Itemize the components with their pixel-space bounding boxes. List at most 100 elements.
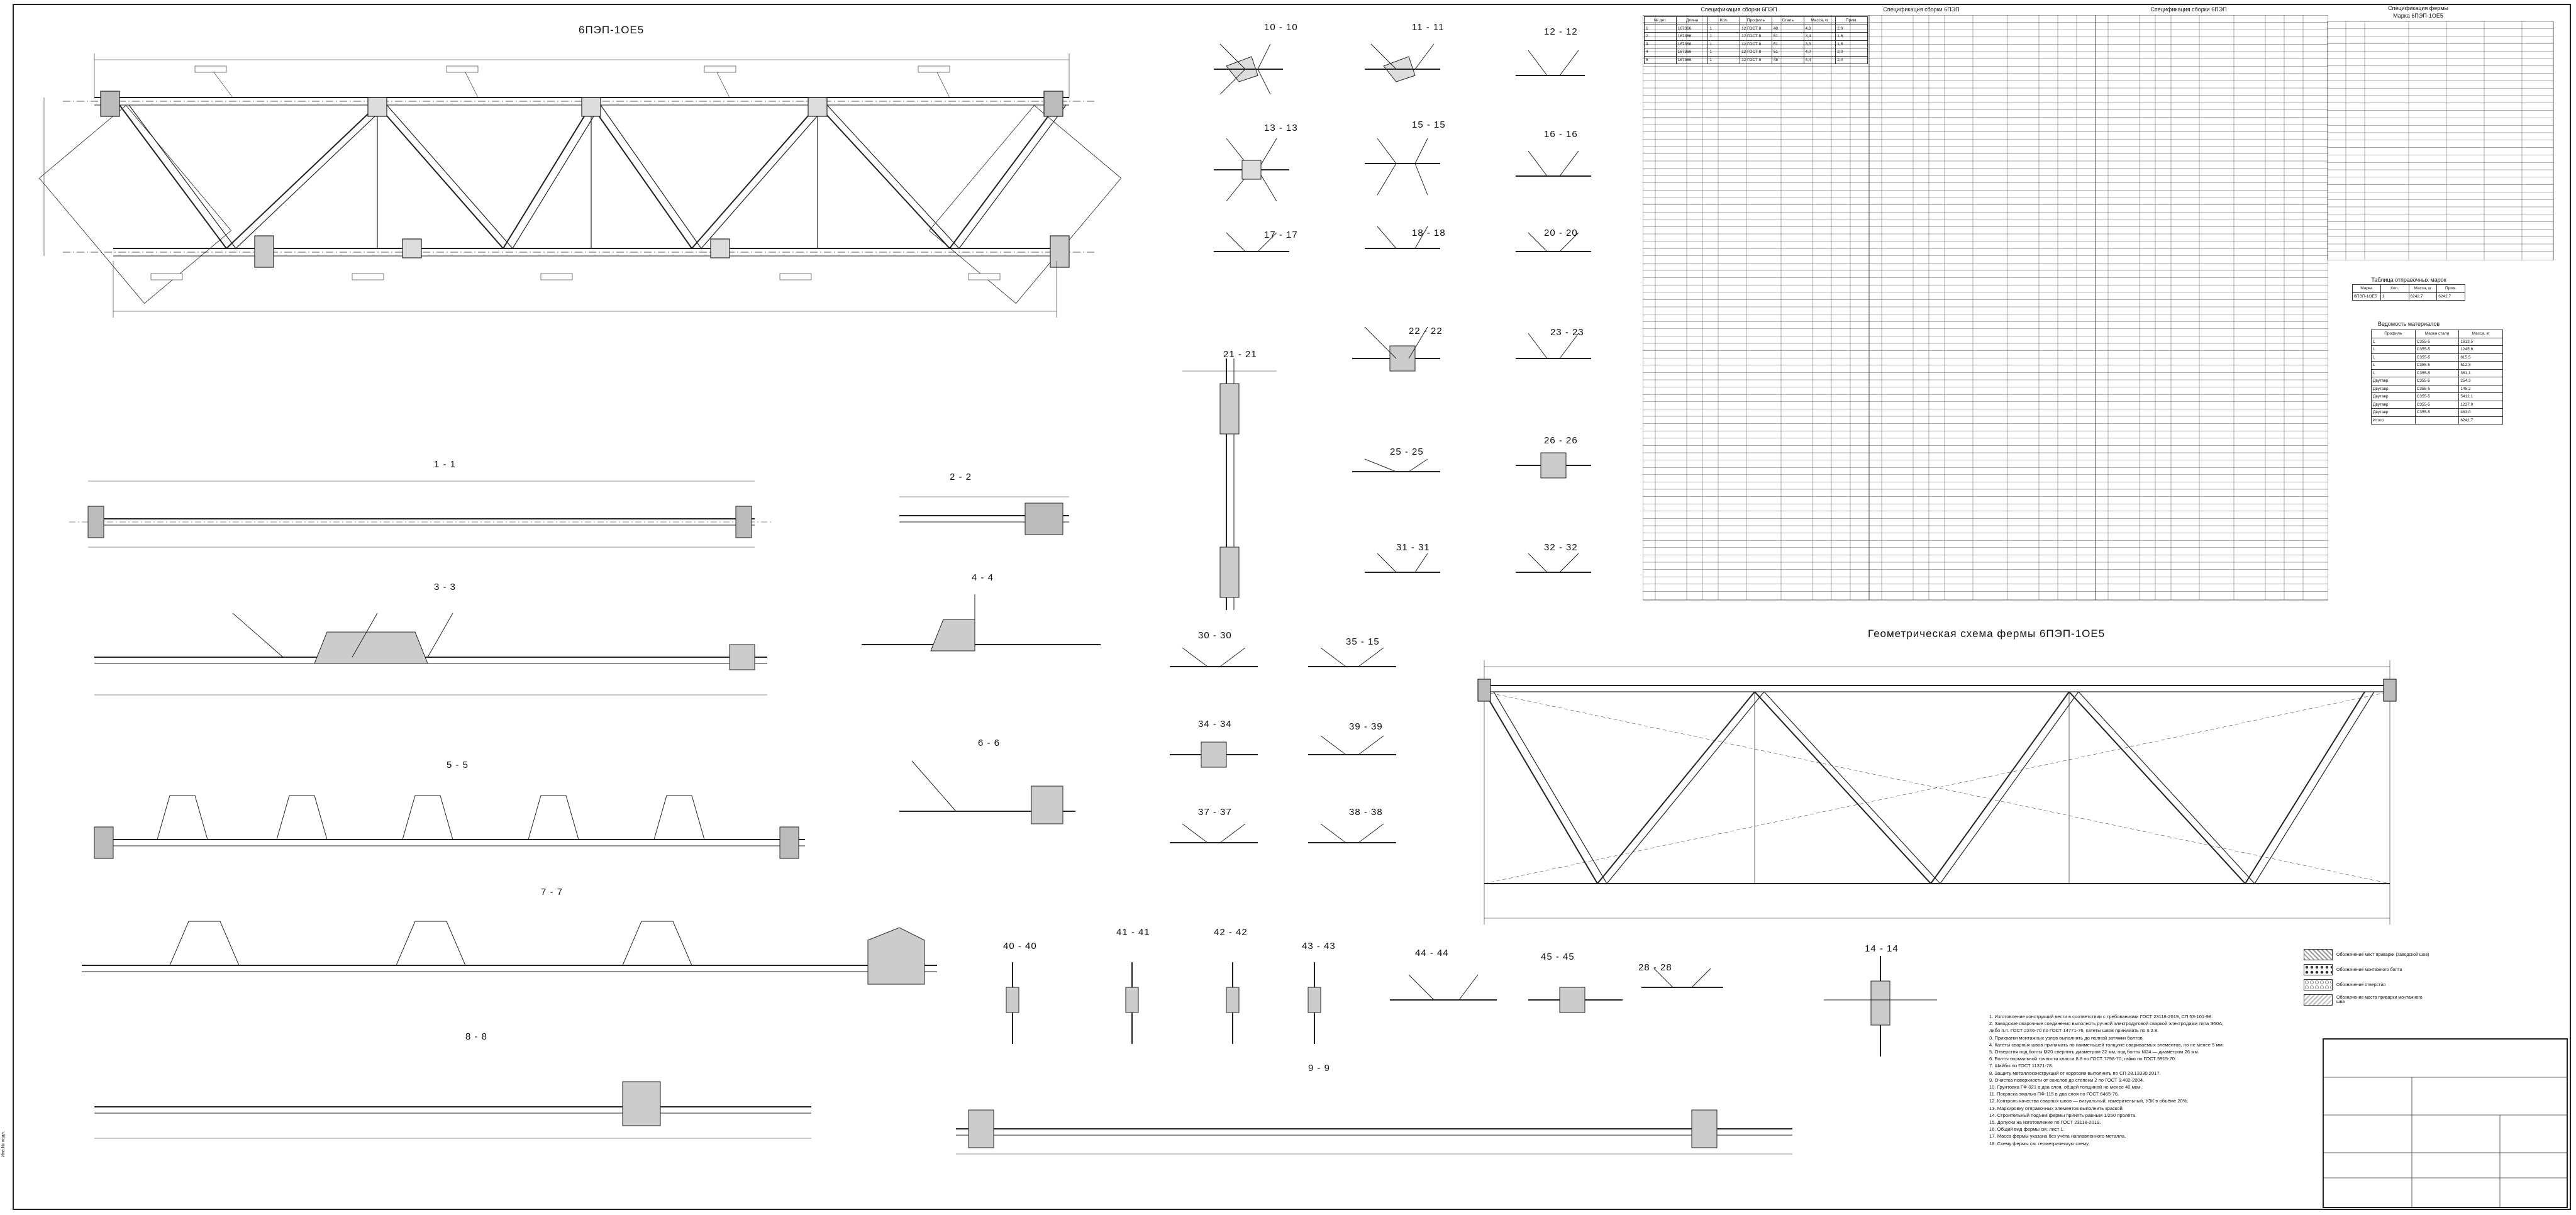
- section-30-title: 30 - 30: [1198, 630, 1232, 641]
- note-line: 2. Заводские сварочные соединения выполн…: [1989, 1021, 2224, 1027]
- section-4-drawing: [862, 594, 1101, 652]
- spec-table-3-title: Спецификация сборки 6ПЭП: [2150, 6, 2227, 13]
- spec-cell: 1: [1707, 55, 1741, 64]
- spec-header-profile: Профиль: [1740, 16, 1772, 25]
- legend-label: Обозначение мест приварки (заводской шов…: [2336, 952, 2429, 957]
- spec-header-mass: Масса, кг: [1803, 16, 1836, 25]
- spec-cell: 1: [1707, 32, 1741, 41]
- materials-cell: L: [2371, 369, 2416, 377]
- section-21-title: 21 - 21: [1223, 349, 1257, 360]
- elements-table-title: Спецификация фермы: [2388, 5, 2448, 11]
- section-6-title: 6 - 6: [978, 738, 1001, 748]
- spec-cell: 4,8: [1803, 24, 1836, 33]
- spec-cell: 1: [1707, 48, 1741, 57]
- materials-header-mass: Масса, кг: [2458, 330, 2503, 338]
- spec-tables: [1642, 14, 2329, 614]
- legend-item: Обозначение места приварки монтажного шв…: [2304, 994, 2429, 1006]
- spec-table-1-header: № дет. Длина Кол. Профиль Сталь Масса, к…: [1644, 16, 1868, 64]
- section-1-drawing: [69, 480, 774, 548]
- elements-table: [2326, 21, 2560, 262]
- legend-label: Обозначение отверстия: [2336, 982, 2386, 987]
- materials-cell: 1245,6: [2458, 345, 2503, 354]
- materials-cell: C355-5: [2414, 408, 2460, 417]
- section-7-title: 7 - 7: [541, 887, 564, 897]
- materials-cell: 1613,5: [2458, 337, 2503, 346]
- section-44-title: 44 - 44: [1415, 948, 1449, 958]
- legend-item: Обозначение монтажного болта: [2304, 964, 2429, 975]
- note-line: 14. Строительный подъём фермы принять ра…: [1989, 1112, 2137, 1118]
- materials-table-title: Ведомость материалов: [2377, 321, 2440, 327]
- bolts-cell: 6242,7: [2436, 292, 2465, 301]
- spec-cell: 3,3: [1803, 40, 1836, 48]
- note-line: 1. Изготовление конструкций вести в соот…: [1989, 1014, 2213, 1019]
- spec-cell: 51: [1771, 48, 1804, 57]
- section-2-title: 2 - 2: [950, 472, 972, 482]
- note-line: 11. Покраска эмалью ПФ-115 в два слоя по…: [1989, 1091, 2119, 1097]
- legend-item: Обозначение мест приварки (заводской шов…: [2304, 949, 2429, 960]
- section-5-drawing: [94, 795, 805, 859]
- materials-cell: C355-5: [2414, 337, 2460, 346]
- materials-cell: 254,3: [2458, 377, 2503, 386]
- materials-header-steel: Марка стали: [2414, 330, 2460, 338]
- legend: Обозначение мест приварки (заводской шов…: [2304, 949, 2429, 1009]
- section-4-title: 4 - 4: [972, 572, 994, 583]
- spec-cell: 2: [1644, 32, 1677, 41]
- note-line: 3. Прихватки монтажных узлов выполнять д…: [1989, 1035, 2144, 1041]
- spec-grid: [1642, 14, 2329, 601]
- section-34-title: 34 - 34: [1198, 719, 1232, 730]
- spec-cell: 167366: [1675, 32, 1709, 41]
- materials-cell: C355-5: [2414, 400, 2460, 409]
- geometry-scheme: [1477, 660, 2397, 924]
- materials-cell: L: [2371, 337, 2416, 346]
- bottom-node-details: [1006, 956, 1937, 1057]
- section-42-title: 42 - 42: [1214, 927, 1248, 938]
- note-line: 5. Отверстия под болты М20 сверлить диам…: [1989, 1049, 2199, 1055]
- legend-bolt-icon: [2304, 964, 2333, 975]
- spec-table-2-title: Спецификация сборки 6ПЭП: [1883, 6, 1960, 13]
- spec-cell: 1: [1707, 40, 1741, 48]
- section-25-title: 25 - 25: [1390, 447, 1424, 457]
- spec-cell: 1,6: [1835, 40, 1868, 48]
- section-3-drawing: [94, 613, 767, 696]
- section-7-drawing: [82, 921, 937, 985]
- bolts-cell: 1: [2380, 292, 2409, 301]
- bolts-table-title: Таблица отправочных марок: [2371, 277, 2446, 283]
- materials-cell: C355-5: [2414, 369, 2460, 377]
- note-line: либо п.п. ГОСТ 2246-70 по ГОСТ 14771-76,…: [1989, 1028, 2159, 1034]
- materials-cell: Двутавр: [2371, 408, 2416, 417]
- section-1-title: 1 - 1: [434, 459, 457, 470]
- spec-header-part: № дет.: [1644, 16, 1677, 25]
- materials-total: 6242,7: [2458, 416, 2503, 424]
- section-38-title: 38 - 38: [1349, 807, 1383, 818]
- materials-cell: Двутавр: [2371, 392, 2416, 401]
- title-block: [2323, 1038, 2568, 1208]
- materials-total-label: Итого: [2371, 416, 2416, 424]
- section-11-title: 11 - 11: [1412, 22, 1445, 33]
- section-45-title: 45 - 45: [1541, 951, 1575, 962]
- section-3-title: 3 - 3: [434, 582, 457, 592]
- spec-cell: 2,4: [1835, 55, 1868, 64]
- spec-cell: 2,0: [1835, 24, 1868, 33]
- legend-hole-icon: [2304, 979, 2333, 990]
- bolts-header-mark: Марка: [2352, 284, 2381, 293]
- spec-cell: 4,4: [1803, 55, 1836, 64]
- section-23-title: 23 - 23: [1550, 327, 1584, 338]
- side-stamp-label: Инв.№ подл.: [1, 1131, 6, 1157]
- main-truss-title: 6ПЭП-1ОЕ5: [579, 24, 645, 36]
- spec-cell: 12 ГОСТ 8: [1740, 55, 1772, 64]
- section-6-drawing: [899, 760, 1075, 824]
- legend-label: Обозначение монтажного болта: [2336, 967, 2402, 972]
- materials-cell: L: [2371, 345, 2416, 354]
- note-line: 6. Болты нормальной точности класса 8.8 …: [1989, 1056, 2177, 1062]
- note-line: 18. Схему фермы см. геометрическую схему…: [1989, 1140, 2090, 1146]
- section-9-title: 9 - 9: [1308, 1063, 1331, 1074]
- spec-cell: 12 ГОСТ 8: [1740, 32, 1772, 41]
- elements-grid: [2326, 21, 2554, 261]
- legend-item: Обозначение отверстия: [2304, 979, 2429, 990]
- note-line: 15. Допуски на изготовление по ГОСТ 2311…: [1989, 1119, 2101, 1126]
- spec-cell: 167366: [1675, 40, 1709, 48]
- note-line: 10. Грунтовка ГФ-021 в два слоя, общей т…: [1989, 1084, 2142, 1090]
- bolts-header-note: Прим.: [2436, 284, 2465, 293]
- section-39-title: 39 - 39: [1349, 721, 1383, 732]
